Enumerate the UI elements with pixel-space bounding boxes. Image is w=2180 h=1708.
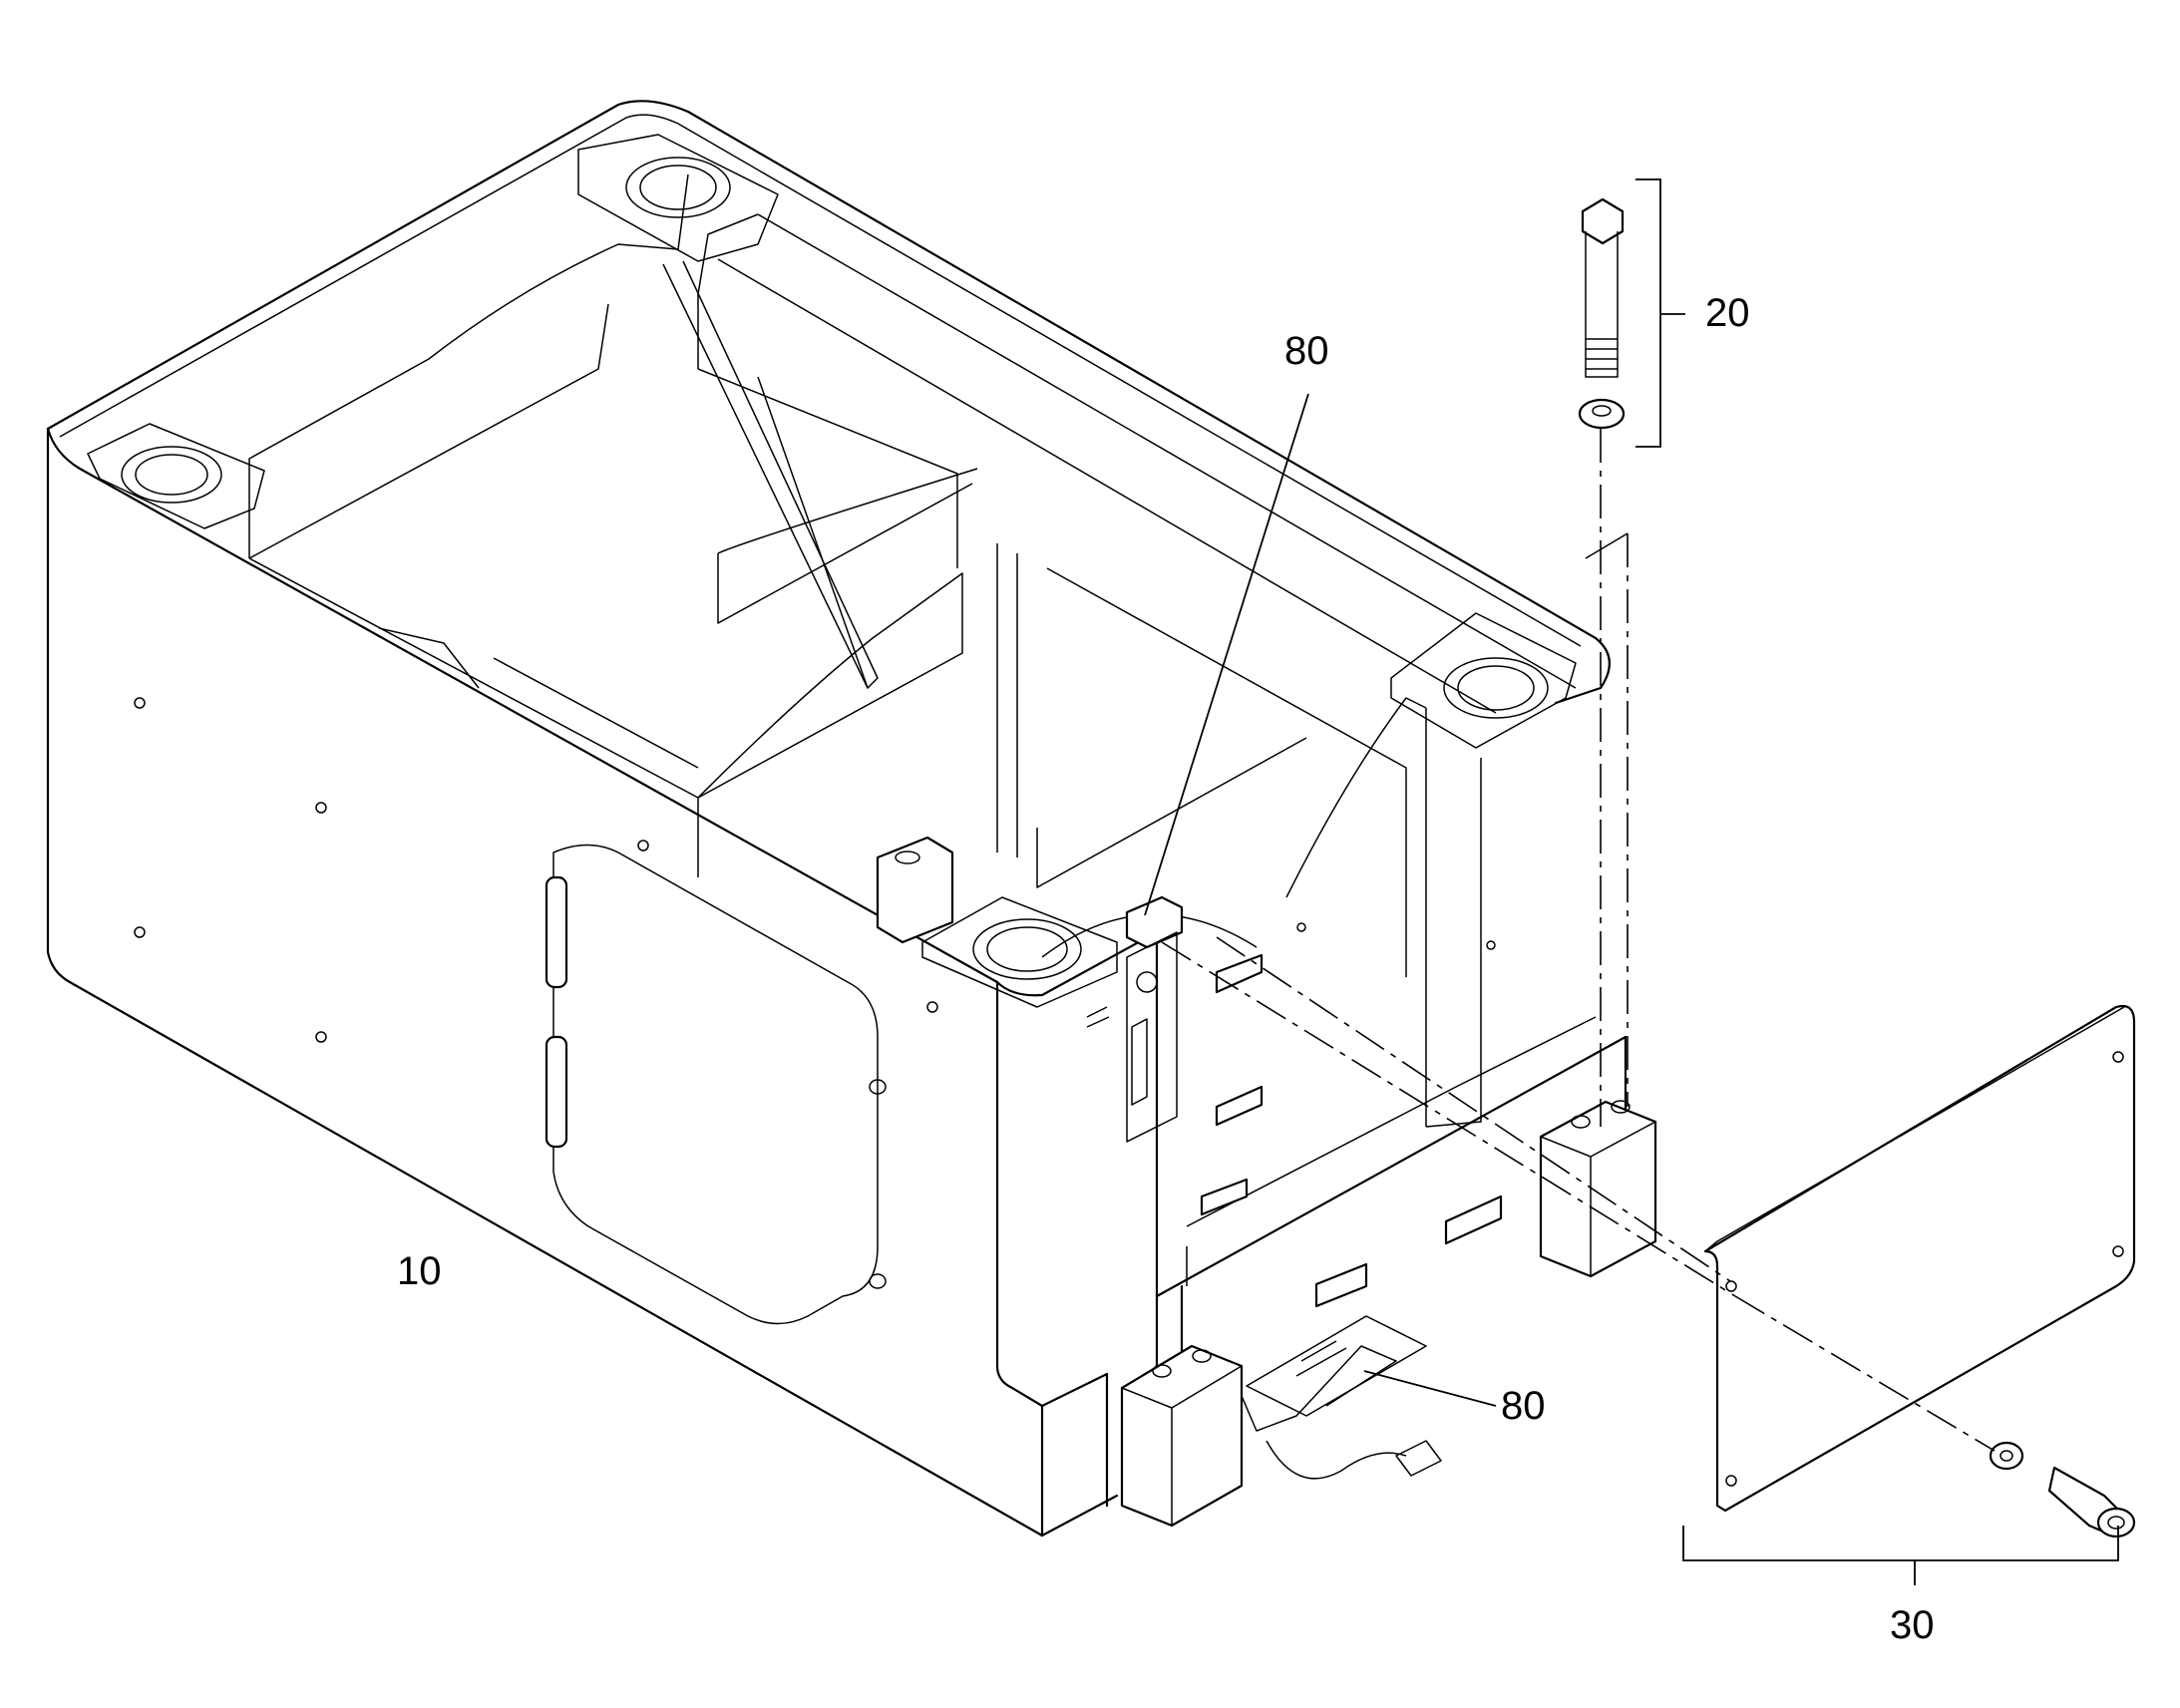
electrical-components-part-80: [1086, 895, 1442, 1480]
frame-housing-part-10: [46, 100, 1657, 1537]
corner-mount-right: [1390, 612, 1577, 749]
foot-block-front: [1120, 1344, 1244, 1528]
side-cover-part-30: [1682, 1004, 2136, 1585]
panel-screw-holes: [134, 697, 1496, 1043]
corner-mount-rear: [577, 134, 779, 262]
callout-30: 30: [1890, 1603, 1935, 1647]
bolt-washer-part-20: [1578, 178, 1685, 448]
callout-80-upper: 80: [1284, 329, 1329, 373]
access-door: [545, 844, 887, 1325]
assembly-center-lines: [1161, 429, 1996, 1452]
callout-20: 20: [1705, 291, 1750, 335]
foot-block-right: [1539, 1100, 1657, 1278]
callout-10: 10: [397, 1249, 442, 1293]
corner-mount-front: [921, 896, 1118, 1008]
corner-mount-left: [87, 423, 265, 529]
callout-80-lower: 80: [1501, 1384, 1546, 1428]
callout-leaders: [1144, 393, 1497, 1407]
